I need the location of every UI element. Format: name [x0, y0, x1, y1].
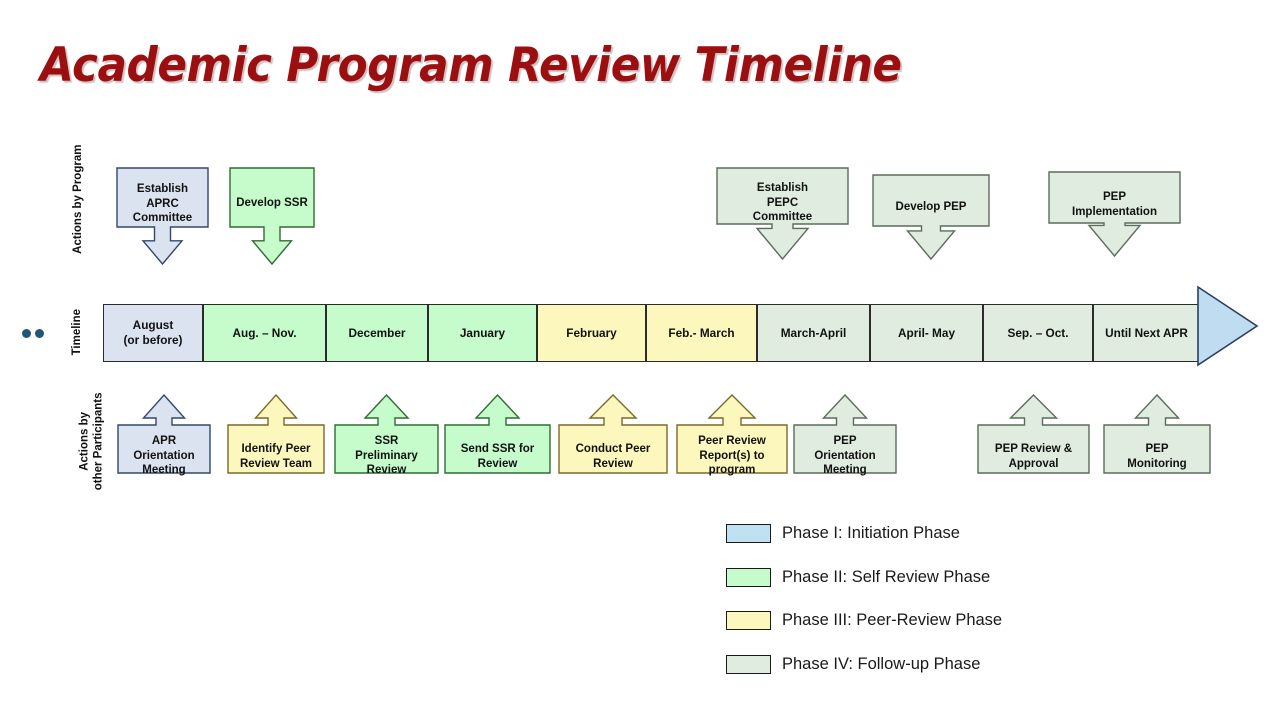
legend-swatch: [726, 654, 771, 674]
participant-action-box[interactable]: Conduct Peer Review: [558, 394, 668, 474]
timeline-cell[interactable]: Until Next APR: [1093, 304, 1200, 362]
page-title: Academic Program Review Timeline: [40, 38, 902, 93]
timeline-cell[interactable]: Aug. – Nov.: [203, 304, 326, 362]
participant-action-box[interactable]: APR Orientation Meeting: [117, 393, 211, 476]
timeline-continuation-arrow-icon: [1197, 285, 1259, 367]
timeline-cell-label: April- May: [897, 325, 956, 340]
participant-action-box[interactable]: Send SSR for Review: [444, 393, 551, 474]
program-action-box[interactable]: Establish APRC Committee: [116, 167, 209, 266]
program-action-box[interactable]: Develop SSR: [229, 167, 315, 266]
legend-swatch: [726, 611, 771, 631]
timeline-cell[interactable]: March-April: [757, 304, 870, 362]
legend-label: Phase III: Peer-Review Phase: [782, 611, 1003, 630]
legend-row: Phase II: Self Review Phase: [726, 556, 1002, 600]
legend-row: Phase III: Peer-Review Phase: [726, 599, 1002, 643]
timeline-cell-label: August (or before): [123, 318, 183, 347]
program-action-box[interactable]: Develop PEP: [872, 174, 990, 261]
timeline-cell[interactable]: February: [537, 304, 646, 362]
timeline-cell[interactable]: April- May: [870, 304, 983, 362]
timeline-cell-label: January: [459, 325, 506, 340]
legend-row: Phase I: Initiation Phase: [726, 512, 1002, 556]
participant-action-box[interactable]: PEP Review & Approval: [977, 394, 1090, 474]
program-action-box[interactable]: Establish PEPC Committee: [716, 167, 849, 261]
timeline-cell-label: Sep. – Oct.: [1007, 325, 1069, 340]
participant-action-box[interactable]: SSR Preliminary Review: [334, 393, 439, 476]
timeline-cell-label: Aug. – Nov.: [232, 325, 297, 340]
legend-label: Phase IV: Follow-up Phase: [782, 654, 981, 673]
timeline-cell[interactable]: December: [326, 304, 428, 362]
axis-label-actions-by-participants: Actions by other Participants: [78, 392, 105, 491]
timeline-cell-label: February: [566, 325, 617, 340]
axis-label-actions-by-program: Actions by Program: [71, 144, 84, 254]
timeline-cell[interactable]: Sep. – Oct.: [983, 304, 1093, 362]
participant-action-box[interactable]: PEP Monitoring: [1103, 393, 1211, 474]
participant-action-box[interactable]: Peer Review Report(s) to program: [676, 394, 788, 476]
participant-action-box[interactable]: Identify Peer Review Team: [227, 393, 325, 474]
timeline-cell[interactable]: January: [428, 304, 537, 362]
timeline-cell-label: Feb.- March: [668, 325, 735, 340]
legend-swatch: [726, 567, 771, 587]
timeline-cell[interactable]: August (or before): [103, 304, 203, 362]
axis-label-timeline: Timeline: [70, 308, 83, 356]
legend-swatch: [726, 524, 771, 544]
participant-action-box[interactable]: PEP Orientation Meeting: [793, 393, 897, 476]
legend-label: Phase II: Self Review Phase: [782, 567, 991, 586]
program-action-box[interactable]: PEP Implementation: [1048, 171, 1181, 258]
decorative-dot-1: [22, 329, 31, 338]
timeline-cell-label: December: [348, 325, 406, 340]
timeline-cell-label: Until Next APR: [1105, 325, 1188, 340]
timeline-cell-label: March-April: [780, 325, 847, 340]
legend-label: Phase I: Initiation Phase: [782, 524, 960, 543]
legend-row: Phase IV: Follow-up Phase: [726, 643, 1002, 687]
timeline-cell[interactable]: Feb.- March: [646, 304, 757, 362]
decorative-dot-2: [35, 329, 44, 338]
